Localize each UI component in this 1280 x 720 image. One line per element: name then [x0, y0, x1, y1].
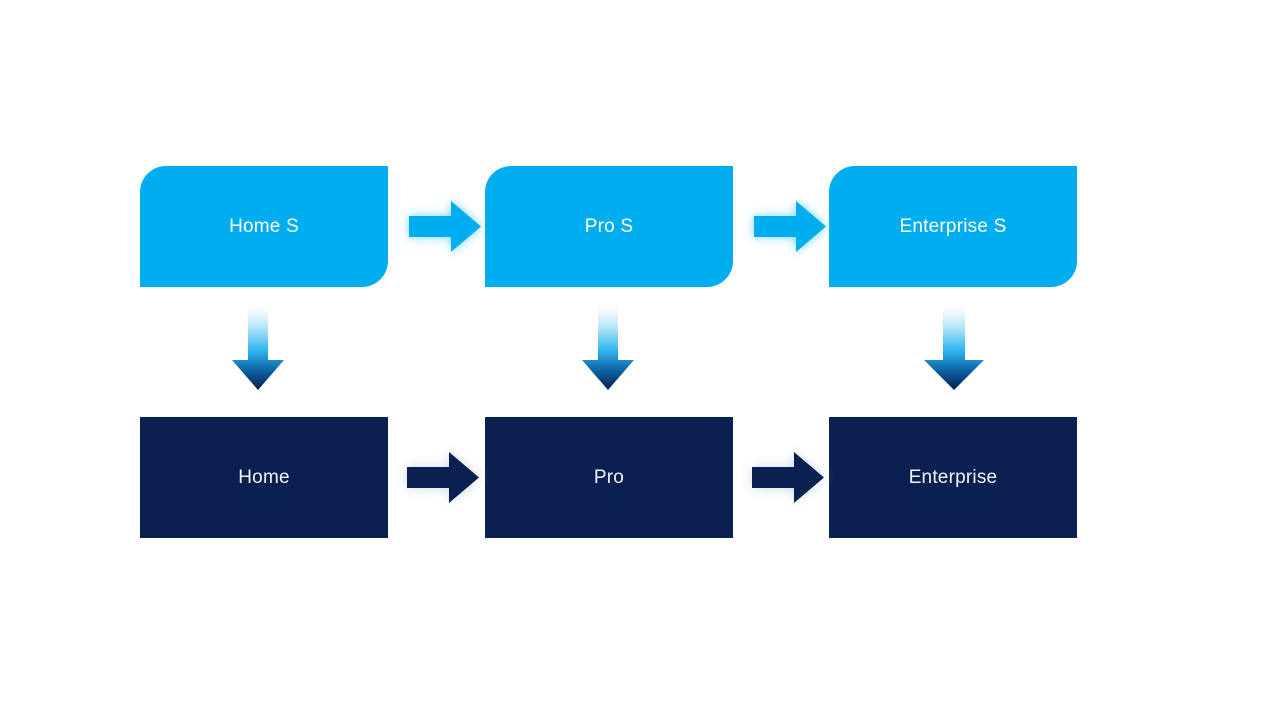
- connector-home-s-to-pro-s: [409, 201, 481, 252]
- connector-pro-s-to-pro: [582, 308, 634, 390]
- connector-enterprise-s-to-enterprise: [924, 308, 984, 390]
- node-home-s[interactable]: Home S: [140, 166, 388, 287]
- connector-home-to-pro: [407, 452, 479, 503]
- node-enterprise-label: Enterprise: [908, 467, 998, 488]
- node-home[interactable]: Home: [140, 417, 388, 538]
- node-pro-s[interactable]: Pro S: [485, 166, 733, 287]
- connector-pro-to-enterprise: [752, 452, 824, 503]
- node-enterprise-s-label: Enterprise S: [899, 216, 1007, 237]
- node-pro-s-label: Pro S: [584, 216, 634, 237]
- node-pro-label: Pro: [593, 467, 625, 488]
- node-pro[interactable]: Pro: [485, 417, 733, 538]
- node-enterprise-s[interactable]: Enterprise S: [829, 166, 1077, 287]
- node-home-s-label: Home S: [229, 216, 299, 237]
- node-enterprise[interactable]: Enterprise: [829, 417, 1077, 538]
- connector-pro-s-to-enterprise-s: [754, 201, 826, 252]
- connector-home-s-to-home: [232, 308, 284, 390]
- node-home-label: Home: [238, 467, 290, 488]
